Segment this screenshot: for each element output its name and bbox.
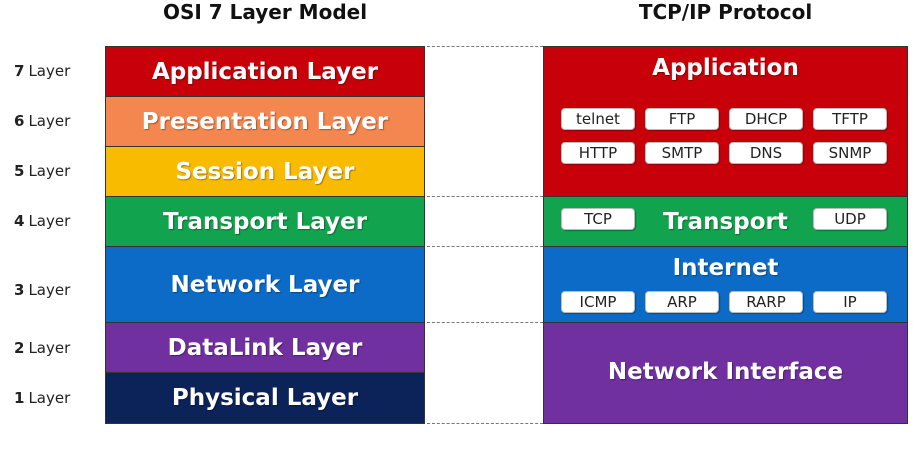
protocol-tftp: TFTP xyxy=(813,108,887,130)
osi-presentation-layer: Presentation Layer xyxy=(105,96,425,147)
protocol-arp: ARP xyxy=(645,291,719,313)
osi-network-layer: Network Layer xyxy=(105,246,425,323)
protocol-tcp: TCP xyxy=(561,208,635,230)
osi-transport-layer: Transport Layer xyxy=(105,196,425,247)
protocol-dns: DNS xyxy=(729,142,803,164)
protocol-udp: UDP xyxy=(813,208,887,230)
tcp-ip-title: TCP/IP Protocol xyxy=(638,0,813,24)
tcp-transport-label: Transport xyxy=(663,209,788,235)
connector-line xyxy=(427,246,543,247)
protocol-http: HTTP xyxy=(561,142,635,164)
osi-model-title: OSI 7 Layer Model xyxy=(162,0,368,24)
tcp-internet-label: Internet xyxy=(672,255,779,281)
osi-application-layer: Application Layer xyxy=(105,46,425,97)
protocol-snmp: SNMP xyxy=(813,142,887,164)
protocol-icmp: ICMP xyxy=(561,291,635,313)
connector-line xyxy=(427,322,543,323)
tcp-network-interface-label: Network Interface xyxy=(607,359,844,385)
tcp-transport-layer: Transport TCP UDP xyxy=(543,196,908,247)
osi-session-layer: Session Layer xyxy=(105,146,425,197)
protocol-smtp: SMTP xyxy=(645,142,719,164)
protocol-rarp: RARP xyxy=(729,291,803,313)
connector-line xyxy=(427,46,543,47)
tcp-internet-layer: Internet ICMP ARP RARP IP xyxy=(543,246,908,323)
tcp-application-label: Application xyxy=(652,55,799,81)
tcp-application-layer: Application telnet FTP DHCP TFTP HTTP SM… xyxy=(543,46,908,197)
protocol-ftp: FTP xyxy=(645,108,719,130)
osi-physical-layer: Physical Layer xyxy=(105,372,425,424)
protocol-telnet: telnet xyxy=(561,108,635,130)
protocol-dhcp: DHCP xyxy=(729,108,803,130)
connector-line xyxy=(427,196,543,197)
osi-datalink-layer: DataLink Layer xyxy=(105,322,425,373)
tcp-network-interface-layer: Network Interface xyxy=(543,322,908,424)
protocol-ip: IP xyxy=(813,291,887,313)
connector-line xyxy=(427,423,543,424)
